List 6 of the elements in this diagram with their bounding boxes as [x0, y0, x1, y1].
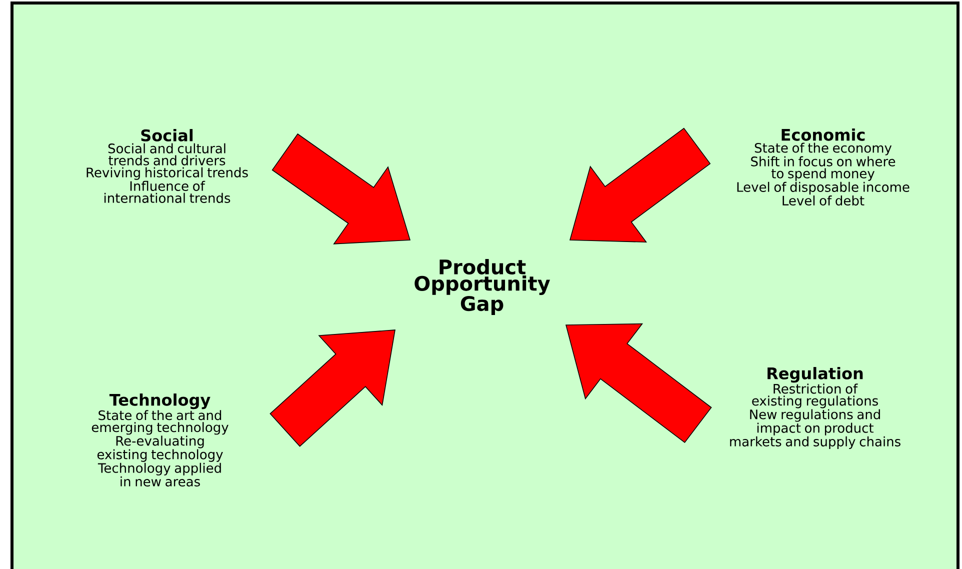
- center-title: Product Opportunity Gap: [414, 259, 550, 315]
- factor-text: Social Social and cultural trends and drivers Reviving historical trends Influence of international trends: [86, 129, 248, 203]
- factor-text: Economic State of the economy Shift in focus on where to spend money Level of disposable income Level of debt: [737, 128, 910, 206]
- factor-text: Regulation Restriction of existing regulations New regulations and impact on product markets and supply chains: [730, 367, 900, 449]
- block-arrow: [270, 330, 396, 447]
- factor-text: Technology State of the art and emerging technology Re-evaluating existing technology Technology applied in new areas: [92, 394, 228, 486]
